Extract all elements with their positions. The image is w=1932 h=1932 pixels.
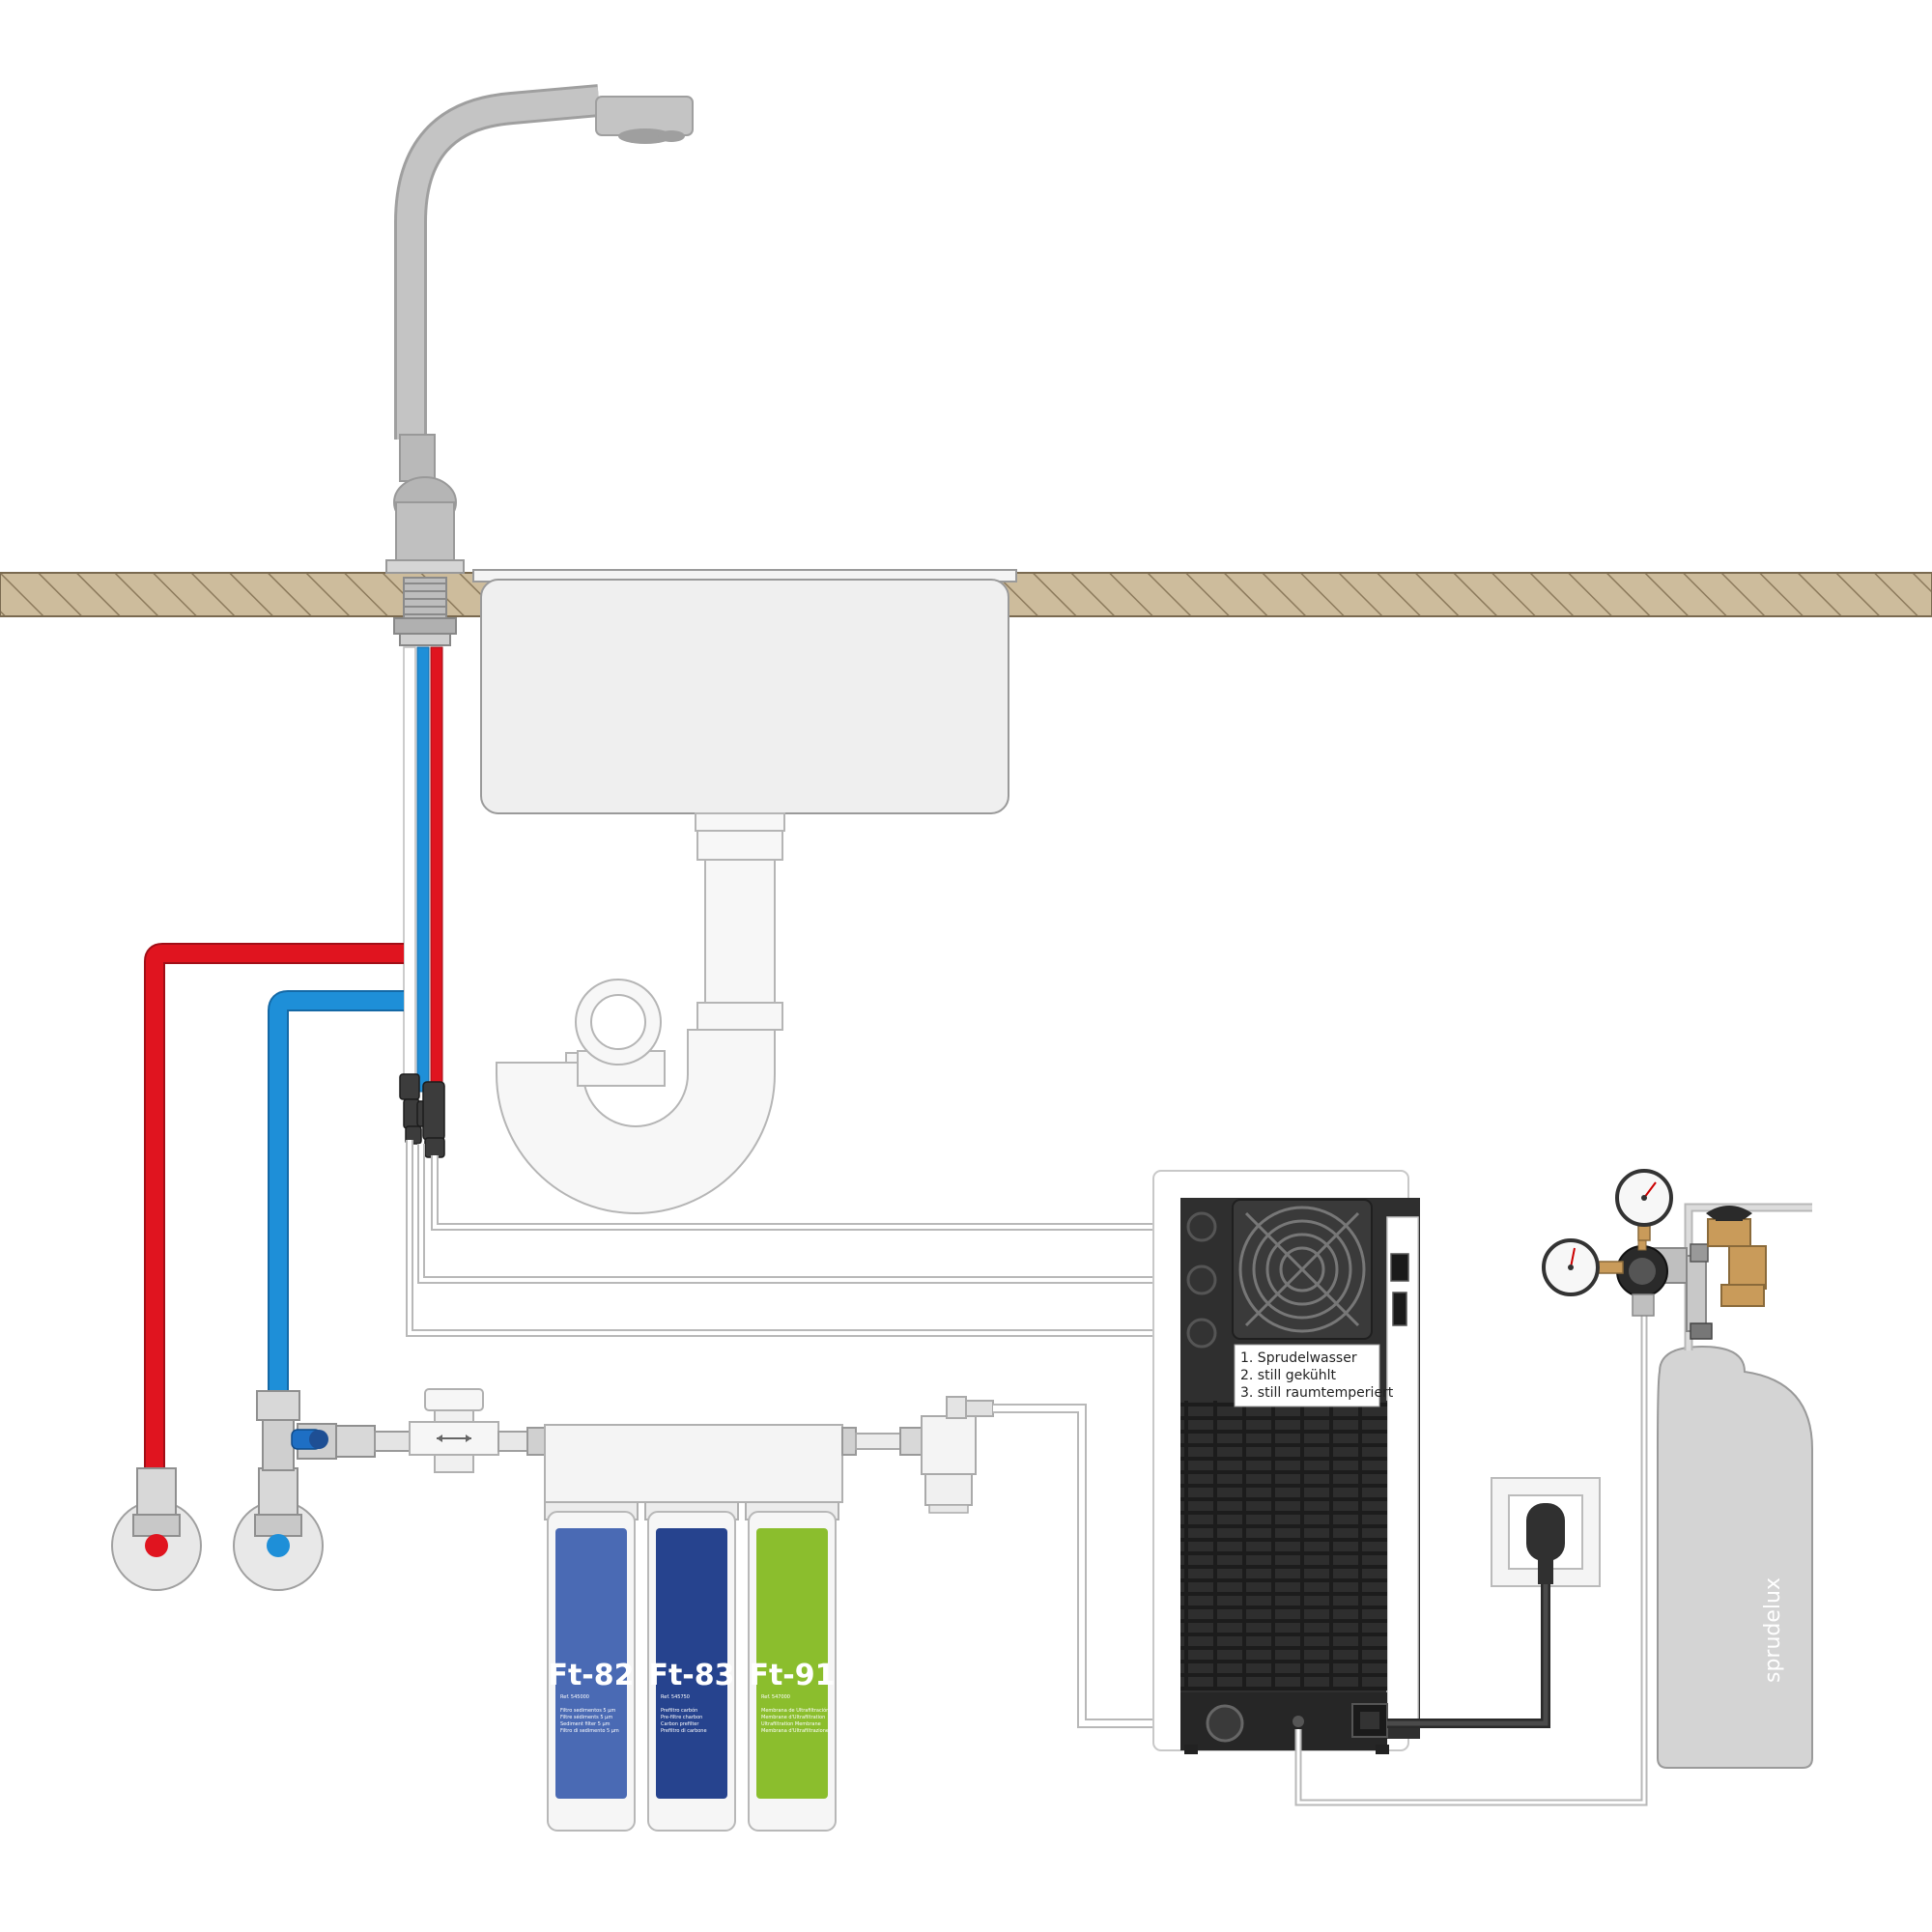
fan-grill bbox=[1232, 1199, 1373, 1340]
filter-cartridge-ft82: Ft-82 Ref. 545000 Filtro sedimentos 5 µm… bbox=[547, 1511, 636, 1832]
filter-desc: Filtro di sedimento 5 µm bbox=[560, 1728, 619, 1734]
outlet-label-line-3: 3. still raumtemperiert bbox=[1240, 1385, 1394, 1401]
filter-desc: Pre-filtre charbon bbox=[661, 1715, 702, 1720]
filter-desc: Membrana de Ultrafiltración bbox=[761, 1707, 829, 1714]
filter-desc: Filtro sedimentos 5 µm bbox=[560, 1708, 615, 1714]
filter-desc: Filtre sédiments 5 µm bbox=[560, 1714, 612, 1720]
filter-ref: Ref. 545000 bbox=[560, 1694, 589, 1700]
cooler-switches bbox=[1390, 1253, 1409, 1326]
sink-siphon bbox=[496, 812, 785, 1214]
filter-code: Ft-83 bbox=[648, 1659, 734, 1692]
bottle-brand: sprudelux bbox=[1761, 1577, 1785, 1683]
wall-socket bbox=[1491, 1477, 1601, 1587]
water-outlet-ports bbox=[1186, 1211, 1217, 1349]
water-cooler-unit: 1. Sprudelwasser 2. still gekühlt 3. sti… bbox=[1152, 1170, 1420, 1754]
co2-pressure-regulator bbox=[1542, 1169, 1767, 1340]
outlet-label-line-2: 2. still gekühlt bbox=[1240, 1368, 1337, 1383]
filter-cartridge-ft83: Ft-83 Ref. 545750 Prefiltro carbón Pre-f… bbox=[647, 1511, 736, 1832]
filter-desc: Prefiltro di carbone bbox=[661, 1728, 707, 1734]
ball-valve[interactable] bbox=[291, 1423, 411, 1460]
hot-water-pipe bbox=[144, 943, 404, 1478]
sink-basin bbox=[472, 569, 1017, 814]
filter-code: Ft-82 bbox=[548, 1659, 634, 1692]
power-cable bbox=[1387, 1584, 1550, 1728]
co2-gas-hose bbox=[1294, 1314, 1648, 1806]
high-pressure-gauge bbox=[1615, 1169, 1673, 1241]
filter-ref: Ref. 547000 bbox=[761, 1694, 790, 1700]
outlet-label: 1. Sprudelwasser 2. still gekühlt 3. sti… bbox=[1234, 1344, 1394, 1407]
faucet-feed-pipes bbox=[403, 646, 443, 1093]
outlet-label-line-1: 1. Sprudelwasser bbox=[1240, 1350, 1357, 1366]
cooler-base bbox=[1180, 1692, 1389, 1754]
cold-angle-valve[interactable] bbox=[233, 1390, 324, 1591]
filter-desc: Membrane d'Ultrafiltration bbox=[761, 1715, 825, 1720]
low-pressure-gauge bbox=[1542, 1238, 1624, 1296]
filtered-water-hose bbox=[993, 1404, 1219, 1728]
filter-desc: Sediment filter 5 µm bbox=[560, 1721, 611, 1727]
filter-system bbox=[544, 1424, 905, 1520]
faucet-mount-thread bbox=[393, 577, 457, 646]
filter-desc: Ultrafiltration Membrane bbox=[761, 1721, 821, 1727]
filter-desc: Membrana d'Ultrafiltrazione bbox=[761, 1728, 829, 1734]
filter-ref: Ref. 545750 bbox=[661, 1694, 690, 1700]
filter-code: Ft-91 bbox=[749, 1659, 835, 1692]
filter-cartridge-ft91: Ft-91 Ref. 547000 Membrana de Ultrafiltr… bbox=[748, 1511, 837, 1832]
cooler-hoses bbox=[406, 1140, 1188, 1337]
post-filter bbox=[899, 1396, 994, 1514]
filter-desc: Carbon prefilter bbox=[661, 1721, 699, 1727]
filter-desc: Prefiltro carbón bbox=[661, 1707, 697, 1714]
cold-water-pipe bbox=[268, 990, 404, 1401]
pressure-reducer bbox=[409, 1388, 546, 1473]
hot-angle-valve[interactable] bbox=[111, 1467, 202, 1591]
faucet bbox=[385, 84, 694, 646]
